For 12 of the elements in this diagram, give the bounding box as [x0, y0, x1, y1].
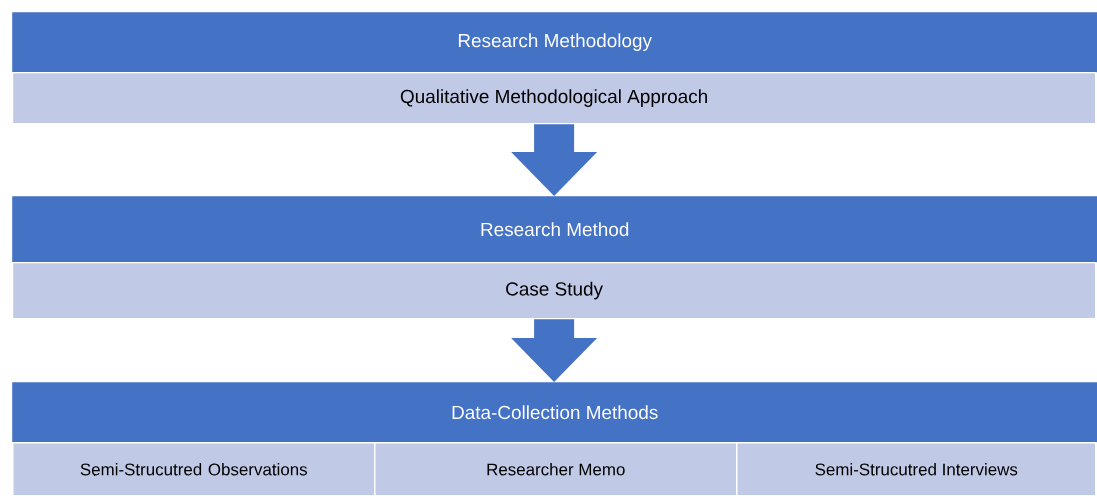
content-band: Case Study	[12, 262, 1097, 320]
content-cell: Semi-Strucutred Observations	[12, 442, 376, 496]
node-label: Researcher Memo	[487, 463, 625, 476]
block-arrow	[511, 319, 598, 382]
title-band: Data-Collection Methods	[12, 382, 1097, 443]
content-band: Qualitative Methodological Approach	[12, 72, 1097, 125]
title-band: Research Method	[12, 196, 1097, 263]
content-cell: Semi-Strucutred Interviews	[736, 442, 1097, 496]
block-arrow	[511, 124, 598, 196]
title-band: Research Methodology	[12, 12, 1097, 73]
node-label: Semi-Strucutred Observations	[80, 463, 308, 476]
content-cell: Researcher Memo	[374, 442, 738, 496]
